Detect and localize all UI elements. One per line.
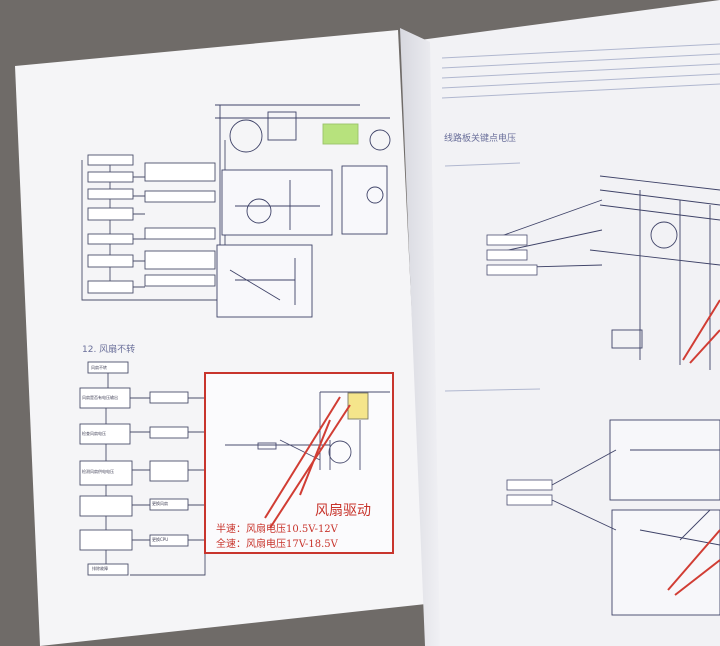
flow-box-1: 风扇不转 bbox=[91, 365, 107, 370]
flow-box-5: 更换风扇 bbox=[152, 501, 168, 506]
right-bottom-red-lines bbox=[667, 529, 720, 596]
red-annotation-lines bbox=[264, 396, 351, 529]
flow-box-3: 检查风扇电压 bbox=[82, 431, 106, 436]
flow-box-4: 检测风扇供电电压 bbox=[82, 469, 114, 474]
flow-box-6: 更换CPU bbox=[152, 537, 169, 542]
right-body-text-lines bbox=[441, 43, 720, 392]
book-spine bbox=[400, 28, 440, 646]
fan-full-speed-note: 全速：风扇电压17V-18.5V bbox=[216, 539, 338, 550]
right-red-lines bbox=[682, 299, 720, 364]
flow-box-7: 排除故障 bbox=[92, 566, 108, 571]
top-flowchart bbox=[81, 140, 226, 301]
right-section-heading: 线路板关键点电压 bbox=[444, 134, 517, 144]
top-schematic bbox=[215, 104, 391, 318]
right-side-labels bbox=[486, 234, 553, 506]
section-title-fan: 12. 风扇不转 bbox=[82, 345, 136, 355]
fan-half-speed-note: 半速：风扇电压10.5V-12V bbox=[216, 524, 338, 535]
right-top-schematic bbox=[489, 175, 720, 370]
right-bottom-schematic bbox=[551, 419, 720, 616]
fan-drive-label: 风扇驱动 bbox=[315, 503, 371, 519]
flow-box-2: 风扇是否有电压输出 bbox=[82, 395, 118, 400]
